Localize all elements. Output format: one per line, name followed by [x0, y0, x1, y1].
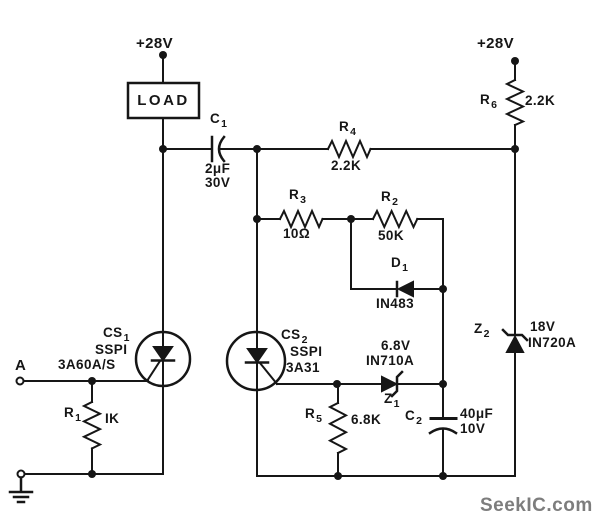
label-r1-value: IK: [105, 411, 120, 426]
label-r2-value: 50K: [378, 228, 404, 243]
label-r6-ref: R6: [480, 92, 497, 112]
label-r3-ref: R3: [289, 187, 306, 207]
load-box: [126, 81, 201, 120]
resistor-r2: [371, 208, 419, 230]
scr-cs2: [225, 330, 287, 392]
label-r4-ref: R4: [339, 119, 356, 139]
resistor-r1: [81, 400, 103, 450]
resistor-r5: [327, 401, 349, 455]
resistor-r4: [326, 138, 372, 160]
label-r5-ref: R5: [305, 406, 322, 426]
label-r5-value: 6.8K: [351, 412, 382, 427]
label-r3-value: 10Ω: [283, 226, 311, 241]
label-r1-ref: R1: [64, 405, 81, 425]
scr-cs1: [134, 330, 192, 388]
supply-label-right: +28V: [477, 35, 515, 52]
junction-dots: [88, 51, 519, 480]
label-cs1-ref: CS1: [103, 325, 130, 345]
label-z2-part: IN720A: [528, 335, 577, 350]
terminal-a: [15, 376, 25, 386]
label-z1-part: IN710A: [366, 353, 415, 368]
label-r4-value: 2.2K: [331, 158, 362, 173]
label-z2-ref: Z2: [474, 321, 490, 341]
label-c2-ref: C2: [405, 408, 422, 428]
label-c1-ref: C1: [210, 111, 227, 131]
zener-z1: [381, 370, 404, 398]
resistor-r3: [278, 208, 324, 230]
label-c2-value1: 40μF: [460, 406, 494, 421]
label-d1-ref: D1: [391, 255, 408, 275]
label-cs2-ref: CS2: [281, 327, 308, 347]
supply-label-left: +28V: [136, 35, 174, 52]
label-cs1-part: 3A60A/S: [58, 357, 116, 372]
label-z1-voltage: 6.8V: [381, 338, 411, 353]
label-c1-value2: 30V: [205, 175, 231, 190]
zener-z2: [501, 328, 529, 353]
label-r2-ref: R2: [381, 189, 398, 209]
label-c2-value2: 10V: [460, 421, 486, 436]
ground-icon: [8, 476, 34, 504]
label-d1-value: IN483: [376, 296, 415, 311]
label-cs2-part: 3A31: [286, 360, 320, 375]
label-c1-value1: 2μF: [205, 161, 231, 176]
label-cs1-maker: SSPI: [95, 342, 128, 357]
diode-d1: [395, 280, 414, 298]
watermark: SeekIC.com: [480, 495, 593, 516]
load-label: LOAD: [137, 92, 190, 109]
label-r6-value: 2.2K: [525, 93, 556, 108]
resistor-r6: [504, 78, 526, 127]
label-input-a: A: [15, 357, 27, 374]
capacitor-c1: [210, 135, 226, 163]
label-z1-ref: Z1: [384, 391, 400, 411]
capacitor-c2: [428, 417, 458, 435]
label-cs2-maker: SSPI: [290, 344, 323, 359]
label-z2-voltage: 18V: [530, 319, 556, 334]
